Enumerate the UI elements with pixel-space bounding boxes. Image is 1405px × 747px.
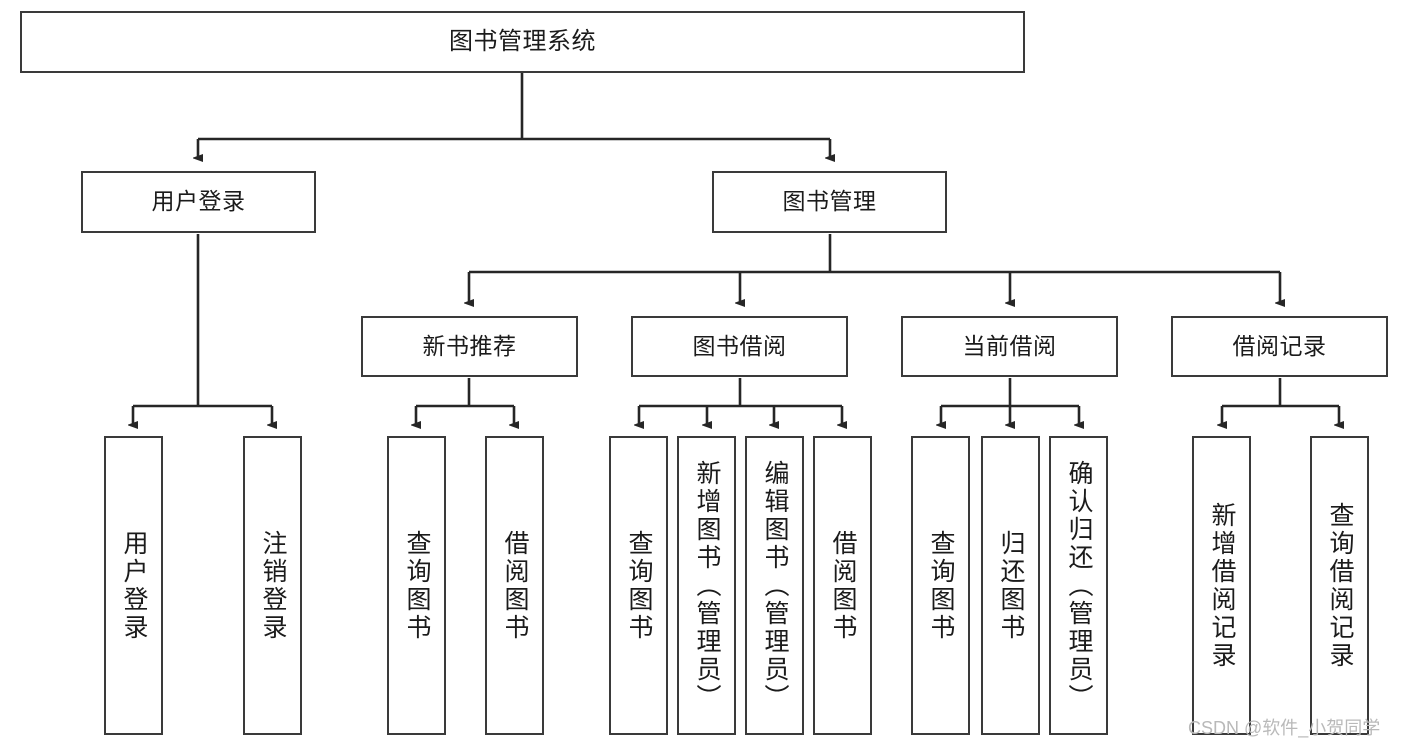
node-leaf-borrow-add-book[interactable]: 新增图书（管理员） — [677, 436, 736, 735]
node-leaf-rec-query-book[interactable]: 查询图书 — [387, 436, 446, 735]
node-book-manage-label: 图书管理 — [782, 188, 877, 215]
node-leaf-user-logout-label: 注销登录 — [259, 529, 287, 642]
node-leaf-rec-query-book-label: 查询图书 — [403, 529, 431, 642]
node-leaf-cur-return-book-label: 归还图书 — [997, 529, 1025, 642]
node-root-label: 图书管理系统 — [449, 27, 596, 55]
node-leaf-rec-query-record[interactable]: 查询借阅记录 — [1310, 436, 1369, 735]
node-book-manage[interactable]: 图书管理 — [712, 171, 947, 233]
node-leaf-borrow-edit-book[interactable]: 编辑图书（管理员） — [745, 436, 804, 735]
watermark-credit: CSDN @软件_小贺同学 — [1188, 718, 1381, 738]
node-user-login-label: 用户登录 — [151, 188, 246, 215]
node-leaf-rec-add-record-label: 新增借阅记录 — [1208, 501, 1236, 670]
node-book-borrow[interactable]: 图书借阅 — [631, 316, 848, 377]
node-leaf-rec-add-record[interactable]: 新增借阅记录 — [1192, 436, 1251, 735]
node-borrow-record[interactable]: 借阅记录 — [1171, 316, 1388, 377]
node-leaf-borrow-add-book-label: 新增图书（管理员） — [693, 459, 721, 712]
node-leaf-cur-query-book[interactable]: 查询图书 — [911, 436, 970, 735]
node-leaf-rec-borrow-book[interactable]: 借阅图书 — [485, 436, 544, 735]
node-leaf-borrow-query-book-label: 查询图书 — [625, 529, 653, 642]
node-leaf-user-login-label: 用户登录 — [120, 529, 148, 642]
node-new-book-rec-label: 新书推荐 — [422, 332, 517, 359]
node-leaf-borrow-borrow-book[interactable]: 借阅图书 — [813, 436, 872, 735]
node-leaf-user-logout[interactable]: 注销登录 — [243, 436, 302, 735]
node-leaf-rec-borrow-book-label: 借阅图书 — [501, 529, 529, 642]
node-leaf-borrow-query-book[interactable]: 查询图书 — [609, 436, 668, 735]
node-new-book-rec[interactable]: 新书推荐 — [361, 316, 578, 377]
node-leaf-user-login[interactable]: 用户登录 — [104, 436, 163, 735]
node-leaf-cur-query-book-label: 查询图书 — [927, 529, 955, 642]
node-leaf-borrow-edit-book-label: 编辑图书（管理员） — [761, 459, 789, 712]
node-leaf-rec-query-record-label: 查询借阅记录 — [1326, 501, 1354, 670]
node-leaf-cur-confirm-return[interactable]: 确认归还（管理员） — [1049, 436, 1108, 735]
node-leaf-borrow-borrow-book-label: 借阅图书 — [829, 529, 857, 642]
node-current-borrow[interactable]: 当前借阅 — [901, 316, 1118, 377]
node-book-borrow-label: 图书借阅 — [692, 332, 787, 359]
node-borrow-record-label: 借阅记录 — [1232, 332, 1327, 359]
node-current-borrow-label: 当前借阅 — [962, 332, 1057, 359]
node-leaf-cur-confirm-return-label: 确认归还（管理员） — [1065, 459, 1093, 712]
node-user-login[interactable]: 用户登录 — [81, 171, 316, 233]
node-leaf-cur-return-book[interactable]: 归还图书 — [981, 436, 1040, 735]
node-root[interactable]: 图书管理系统 — [20, 11, 1025, 73]
